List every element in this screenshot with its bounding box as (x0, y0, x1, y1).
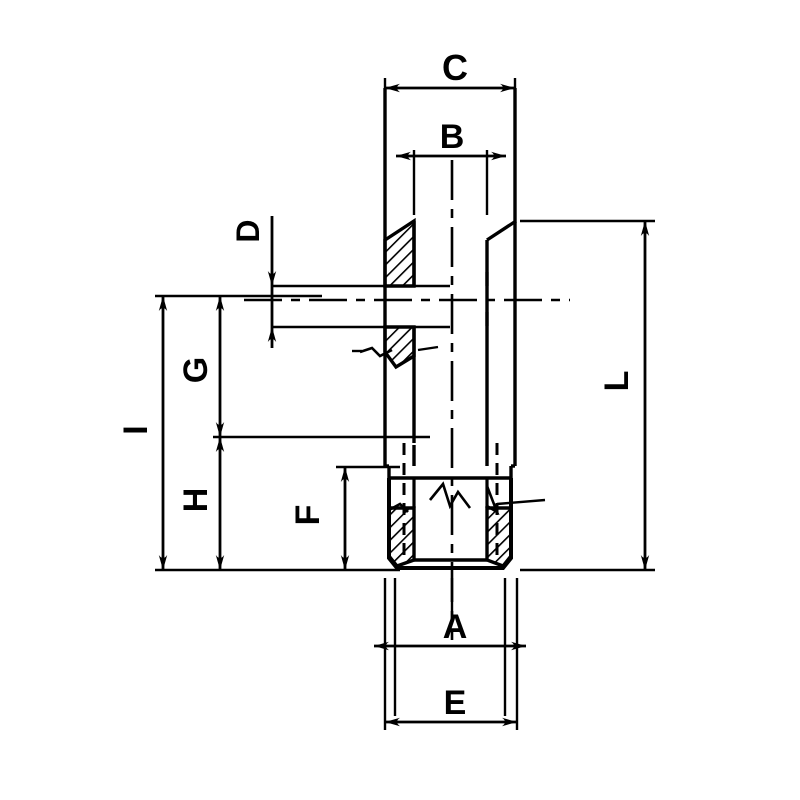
extension-lines (155, 78, 655, 730)
dimension-label-F: F (289, 505, 327, 526)
part-geometry (359, 88, 517, 570)
dimension-label-H: H (177, 488, 215, 513)
dimension-label-I: I (117, 425, 155, 434)
dimension-label-G: G (177, 357, 215, 383)
dimension-label-A: A (443, 608, 468, 646)
centerlines (244, 160, 570, 640)
internal-thread (387, 478, 513, 569)
dimension-labels: C B D L I G H F A E (117, 47, 636, 722)
dimension-label-B: B (440, 118, 465, 156)
break-squiggle-marks (359, 346, 500, 516)
chamfer-top-right (485, 219, 517, 466)
leader-lines (352, 345, 546, 506)
dimension-lines (158, 83, 650, 727)
dimension-label-D: D (230, 219, 266, 242)
chamfer-top-left (383, 217, 416, 288)
dimension-label-C: C (442, 47, 468, 88)
dimension-label-E: E (444, 684, 467, 722)
hex-hidden-lines (402, 443, 499, 560)
groove-lower-left (383, 325, 416, 370)
dimension-label-L: L (598, 371, 636, 392)
